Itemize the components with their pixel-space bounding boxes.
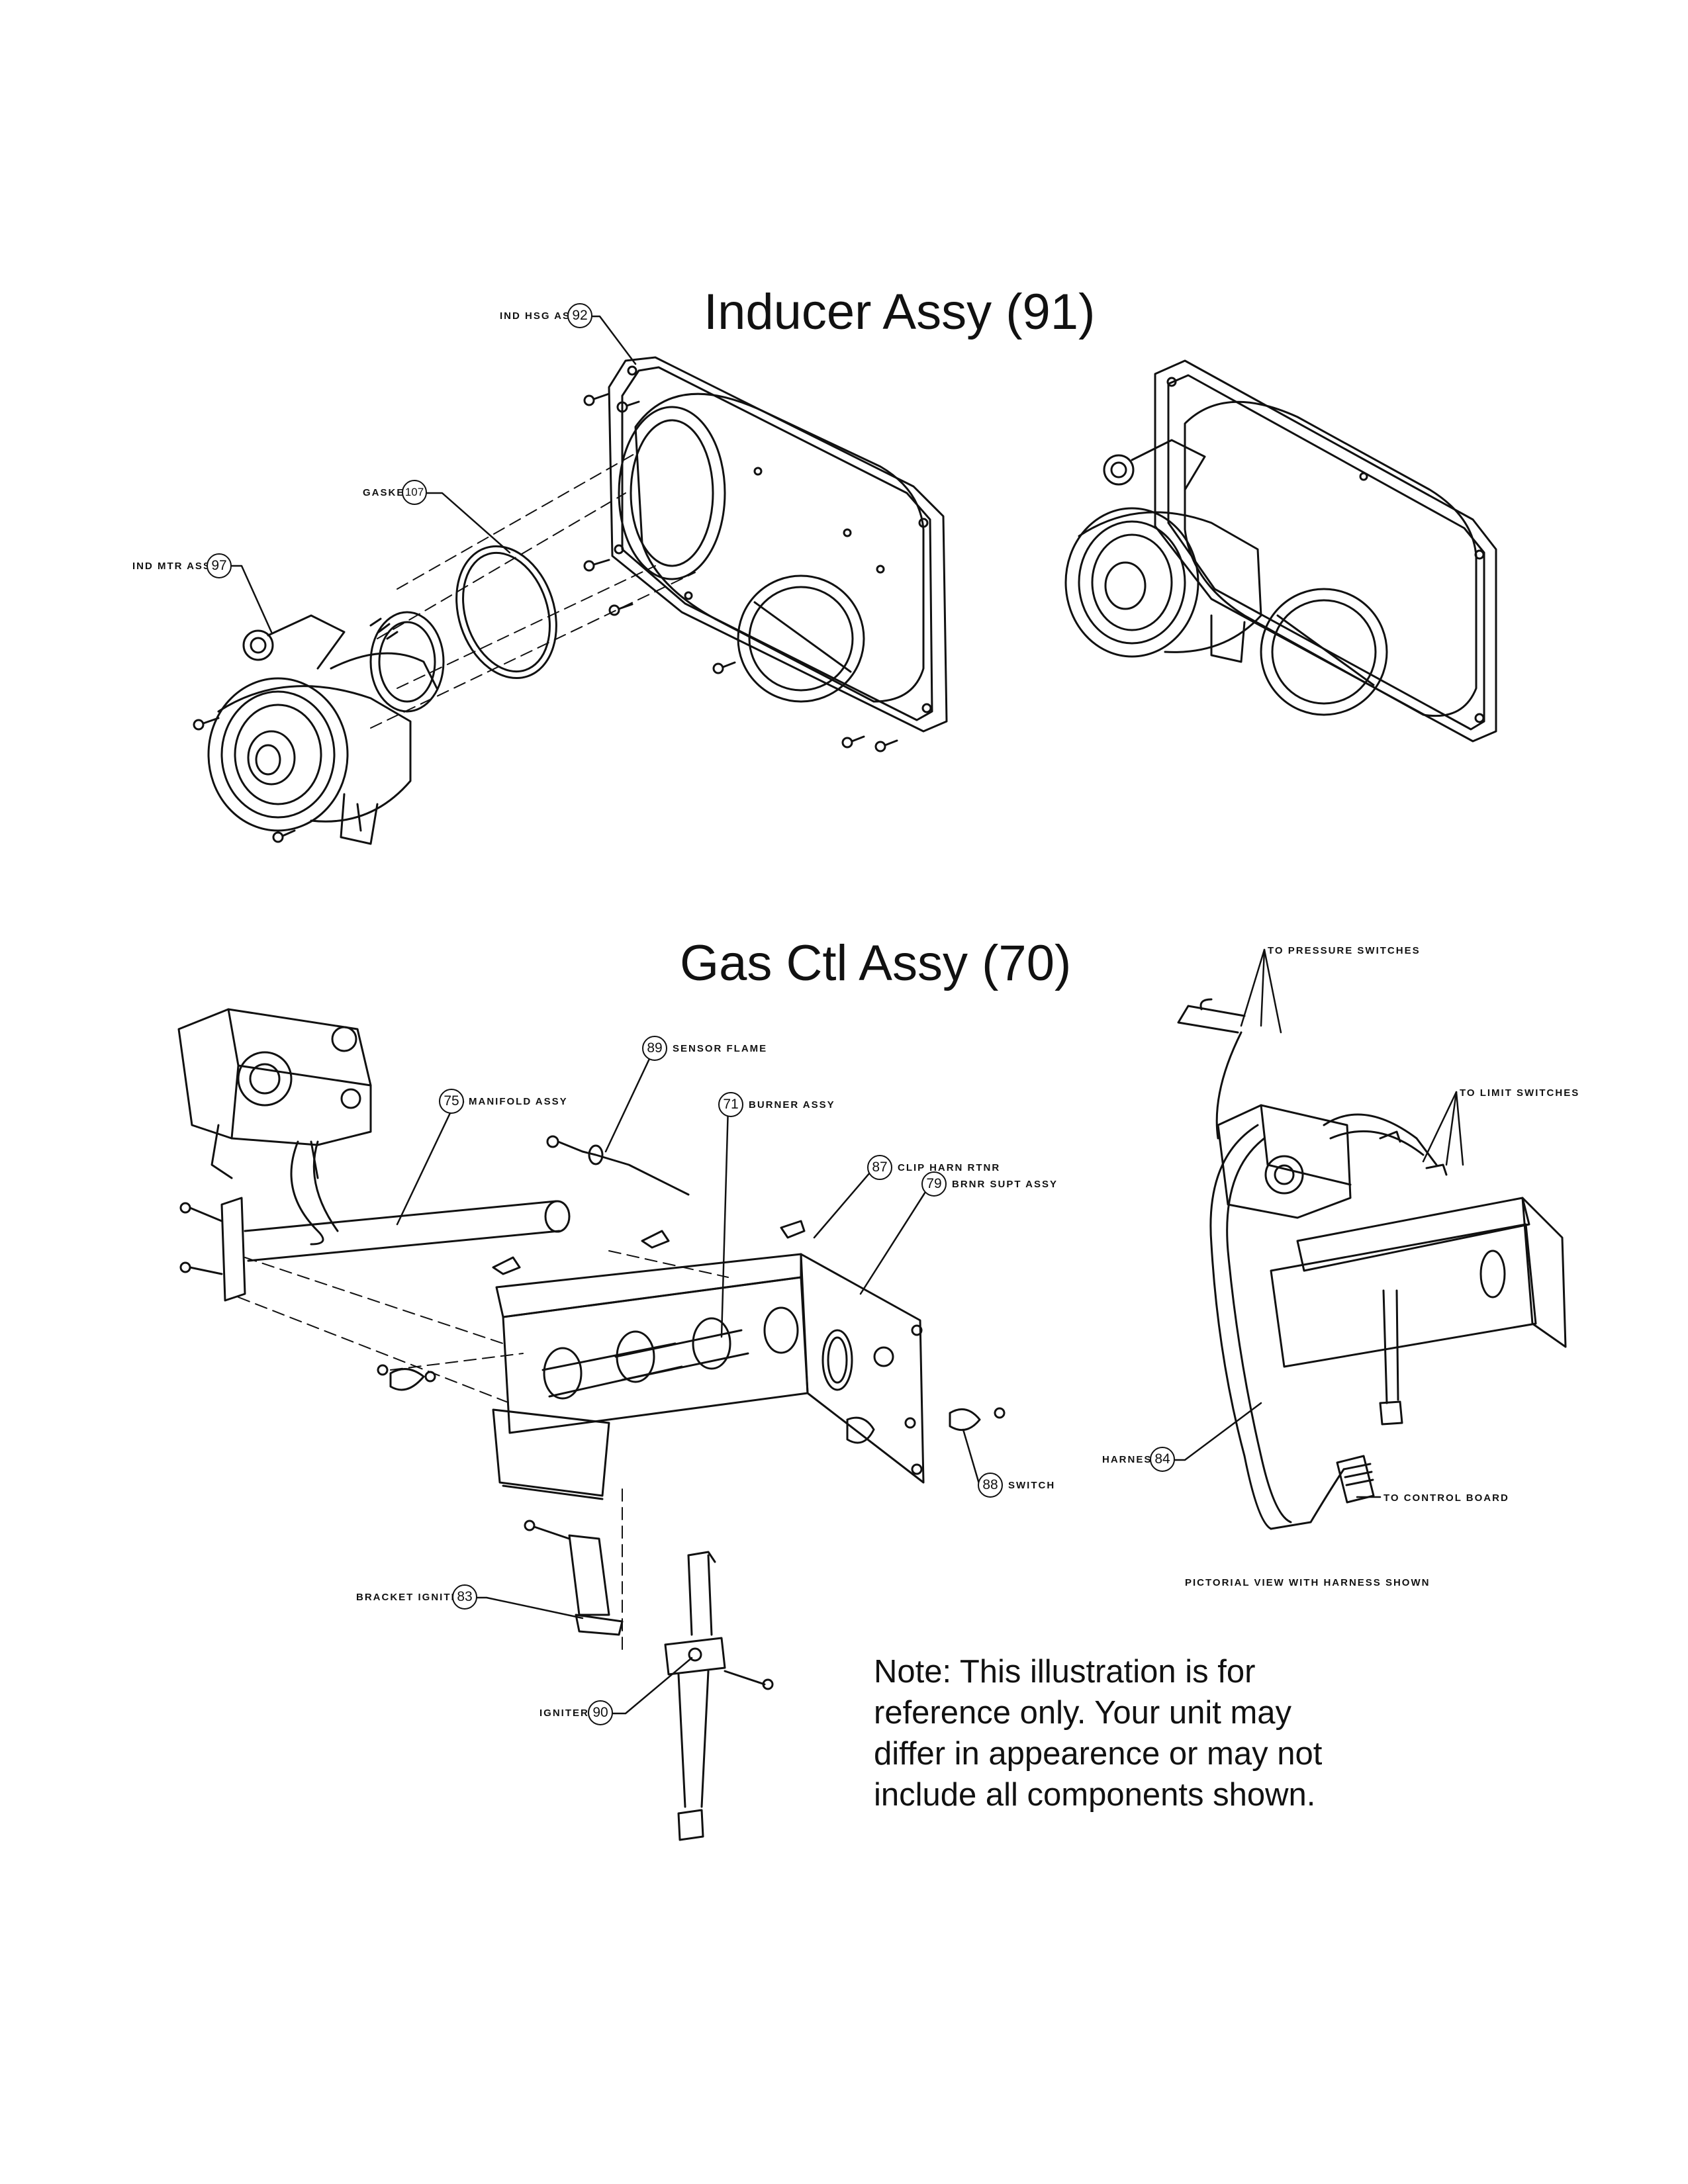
callout-ind-mtr-assy-label: IND MTR ASSY	[132, 561, 219, 572]
callout-switch-label: SWITCH	[1008, 1480, 1056, 1491]
inducer-assembled-view	[1064, 359, 1497, 743]
callout-brnr-supt-assy-label: BRNR SUPT ASSY	[952, 1179, 1058, 1190]
callout-burner-assy-label: BURNER ASSY	[749, 1099, 835, 1111]
inducer-housing-exploded	[608, 356, 948, 733]
callout-ind-hsg-assy-label: IND HSG ASSY	[500, 310, 586, 322]
label-to-pressure-switches: TO PRESSURE SWITCHES	[1268, 945, 1421, 956]
callout-brnr-supt-assy-number: 79	[921, 1171, 947, 1197]
callout-igniter-label: IGNITER	[539, 1707, 589, 1719]
gas-valve	[177, 1008, 372, 1246]
leader-lines	[229, 315, 1464, 1715]
callout-ind-hsg-assy-number: 92	[567, 303, 592, 328]
callout-sensor-flame-label: SENSOR FLAME	[673, 1043, 768, 1054]
callout-igniter-number: 90	[588, 1700, 613, 1725]
gas-explode-lines	[238, 1250, 729, 1655]
note-line-1: Note: This illustration is for	[874, 1654, 1256, 1690]
gas-ctl-assy-title: Gas Ctl Assy (70)	[680, 935, 1072, 991]
housing-screws	[583, 392, 898, 752]
pictorial-harness-view	[1177, 998, 1567, 1530]
callout-bracket-igniter-number: 83	[452, 1584, 477, 1610]
callout-switch-number: 88	[978, 1473, 1003, 1498]
inducer-motor	[193, 611, 445, 845]
callout-clip-harn-rtnr-label: CLIP HARN RTNR	[898, 1162, 1001, 1173]
label-to-control-board: TO CONTROL BOARD	[1383, 1492, 1509, 1504]
callout-harness-label: HARNESS	[1102, 1454, 1160, 1465]
label-to-limit-switches: TO LIMIT SWITCHES	[1460, 1087, 1580, 1099]
callout-gasket-number: 107	[402, 480, 427, 505]
callout-gasket-label: GASKET	[363, 487, 412, 498]
reference-note: Note: This illustration is for reference…	[874, 1651, 1377, 1815]
callout-clip-harn-rtnr-number: 87	[867, 1155, 892, 1180]
callout-manifold-assy-number: 75	[439, 1089, 464, 1114]
callout-ind-mtr-assy-number: 97	[207, 553, 232, 578]
note-line-2: reference only. Your unit may	[874, 1695, 1292, 1731]
pictorial-view-caption: PICTORIAL VIEW WITH HARNESS SHOWN	[1185, 1577, 1430, 1588]
gasket-ring	[455, 545, 557, 680]
callout-manifold-assy-label: MANIFOLD ASSY	[469, 1096, 568, 1107]
inducer-assy-title: Inducer Assy (91)	[704, 284, 1096, 340]
note-line-4: include all components shown.	[874, 1777, 1316, 1813]
burner-box	[492, 1253, 925, 1500]
callout-sensor-flame-number: 89	[642, 1036, 667, 1061]
note-line-3: differ in appearence or may not	[874, 1736, 1323, 1772]
callout-burner-assy-number: 71	[718, 1092, 743, 1117]
callout-harness-number: 84	[1150, 1447, 1175, 1472]
explode-lines	[370, 453, 696, 729]
callout-bracket-igniter-label: BRACKET IGNITER	[356, 1592, 468, 1603]
